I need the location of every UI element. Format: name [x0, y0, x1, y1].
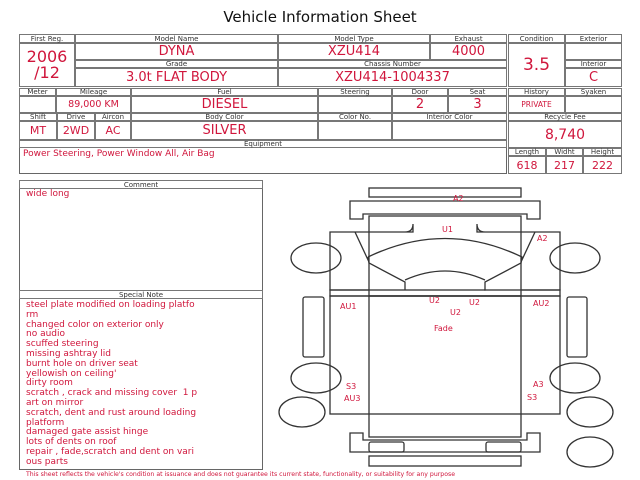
damage-mark: U2: [450, 308, 461, 317]
damage-mark: S3: [527, 393, 538, 402]
tail-light-left: [368, 441, 405, 453]
meter-value: [19, 96, 56, 113]
right-side-box: [566, 296, 588, 358]
syaken-value: [565, 96, 622, 113]
meter-label: Meter: [19, 88, 56, 96]
tail-light-right: [485, 441, 522, 453]
wheel-rear-left: [290, 362, 342, 394]
chassis-value: XZU414-1004337: [278, 68, 507, 87]
comment-value: wide long: [26, 189, 70, 199]
damage-mark: U1: [442, 225, 453, 234]
interior-value: C: [565, 68, 622, 87]
wheel-rear-left-2: [278, 396, 326, 428]
wheel-rear-right: [549, 362, 601, 394]
cargo-bed-side: [329, 295, 561, 415]
seat-value: 3: [448, 96, 507, 113]
equipment-label: Equipment: [19, 140, 507, 148]
door-label: Door: [392, 88, 448, 96]
interior-label: Interior: [565, 60, 622, 68]
steering-label: Steering: [318, 88, 392, 96]
exterior-label: Exterior: [565, 34, 622, 43]
special-note-label: Special Note: [19, 290, 263, 299]
grade-value: 3.0t FLAT BODY: [75, 68, 278, 87]
first-reg-month: /12: [34, 63, 60, 82]
model-name-value: DYNA: [75, 43, 278, 60]
damage-mark: S3: [346, 382, 357, 391]
comment-label: Comment: [19, 180, 263, 189]
aircon-label: Aircon: [95, 113, 131, 121]
body-color-value: SILVER: [131, 121, 318, 140]
height-value: 222: [583, 156, 622, 174]
door-value: 2: [392, 96, 448, 113]
cab-rear-band: [329, 289, 561, 297]
width-label: Widht: [546, 148, 583, 156]
damage-mark: U2: [429, 296, 440, 305]
damage-mark: U2: [469, 298, 480, 307]
first-reg-value: 2006/12: [19, 43, 75, 87]
shift-label: Shift: [19, 113, 57, 121]
wheel-rear-right-2: [566, 396, 614, 428]
steering-value: [318, 96, 392, 113]
front-bumper-shape: [368, 187, 522, 198]
syaken-label: Syaken: [565, 88, 622, 96]
exhaust-label: Exhaust: [430, 34, 507, 43]
damage-mark: Fade: [434, 324, 453, 333]
fuel-label: Fuel: [131, 88, 318, 96]
model-name-label: Model Name: [75, 34, 278, 43]
front-panel-shape: [349, 200, 541, 220]
condition-label: Condition: [508, 34, 565, 43]
history-value: PRIVATE: [508, 96, 565, 113]
exhaust-value: 4000: [430, 43, 507, 60]
drive-label: Drive: [57, 113, 95, 121]
wheel-front-left: [290, 242, 342, 274]
dashboard-shape: [404, 270, 486, 281]
drive-value: 2WD: [57, 121, 95, 140]
shift-value: MT: [19, 121, 57, 140]
disclaimer-footer: This sheet reflects the vehicle's condit…: [26, 471, 456, 478]
special-note-value: steel plate modified on loading platfo r…: [26, 300, 198, 467]
fuel-value: DIESEL: [131, 96, 318, 113]
model-type-label: Model Type: [278, 34, 430, 43]
recycle-fee-label: Recycle Fee: [508, 113, 622, 121]
chassis-label: Chassis Number: [278, 60, 507, 68]
aircon-value: AC: [95, 121, 131, 140]
length-value: 618: [508, 156, 546, 174]
damage-mark: A2: [537, 234, 548, 243]
damage-mark: AU2: [533, 299, 550, 308]
damage-mark: A2: [453, 194, 464, 203]
color-no-label: Color No.: [318, 113, 392, 121]
color-no-value: [318, 121, 392, 140]
cargo-bed-shape: [368, 295, 522, 438]
condition-value: 3.5: [508, 43, 565, 87]
equipment-value: Power Steering, Power Window All, Air Ba…: [23, 149, 215, 159]
model-type-value: XZU414: [278, 43, 430, 60]
height-label: Height: [583, 148, 622, 156]
exterior-value: [565, 43, 622, 60]
seat-label: Seat: [448, 88, 507, 96]
door-shape: [329, 231, 561, 291]
page-title: Vehicle Information Sheet: [223, 8, 417, 26]
history-label: History: [508, 88, 565, 96]
mileage-label: Mileage: [56, 88, 131, 96]
rear-bumper-shape: [368, 455, 522, 467]
damage-mark: AU3: [344, 394, 361, 403]
recycle-fee-value: 8,740: [508, 121, 622, 148]
interior-color-label: Interior Color: [392, 113, 507, 121]
damage-mark: AU1: [340, 302, 357, 311]
width-value: 217: [546, 156, 583, 174]
mileage-value: 89,000 KM: [56, 96, 131, 113]
length-label: Length: [508, 148, 546, 156]
first-reg-label: First Reg.: [19, 34, 75, 43]
damage-mark: A3: [533, 380, 544, 389]
grade-label: Grade: [75, 60, 278, 68]
rear-panel-shape: [349, 432, 541, 453]
body-color-label: Body Color: [131, 113, 318, 121]
first-reg-year: 2006: [26, 47, 68, 66]
wheel-front-right: [549, 242, 601, 274]
interior-color-value: [392, 121, 507, 140]
headlight-shape: [369, 223, 521, 233]
spare-wheel: [566, 436, 614, 468]
windshield-shape: [367, 237, 523, 291]
left-side-box: [302, 296, 325, 358]
